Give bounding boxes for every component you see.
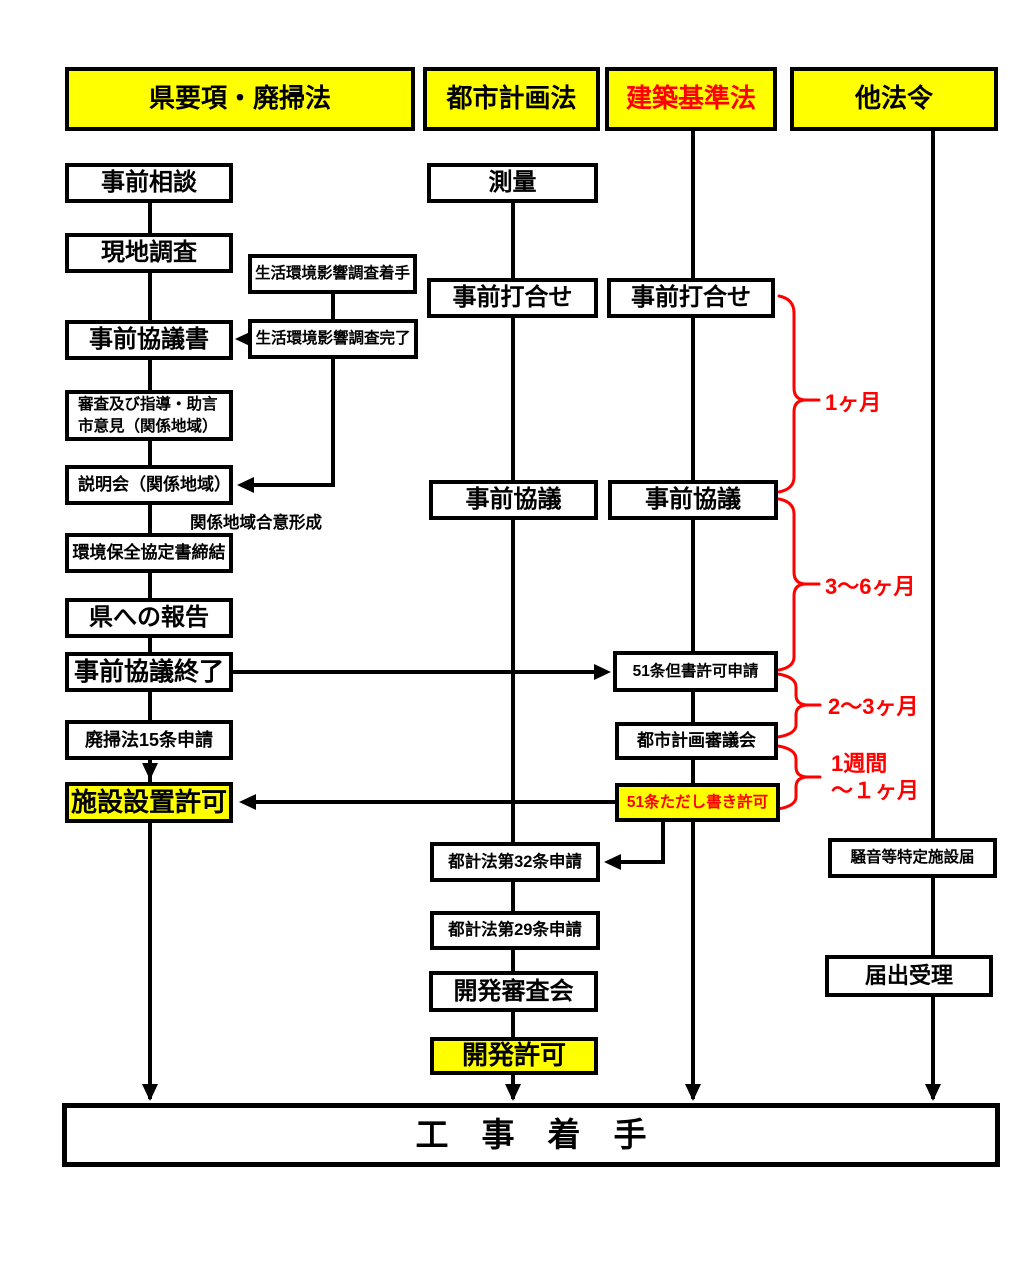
- node-env-impact-survey-complete: 生活環境影響調査完了: [248, 319, 418, 359]
- node-cityplan-council: 都市計画審議会: [615, 722, 778, 760]
- review-guidance-line1: 審査及び指導・助言: [78, 396, 218, 414]
- node-briefing-session: 説明会（関係地域）: [65, 465, 233, 505]
- node-art51-proviso-permit: 51条ただし書き許可: [615, 783, 780, 822]
- arrowheads: [142, 331, 941, 1101]
- arrow-into-art51app: [594, 664, 611, 680]
- node-art51-proviso-application: 51条但書許可申請: [613, 651, 778, 692]
- header-building-standards-law: 建築基準法: [605, 67, 777, 131]
- node-surveying: 測量: [427, 163, 598, 203]
- header-other-laws: 他法令: [790, 67, 998, 131]
- node-facility-permit: 施設設置許可: [65, 782, 233, 823]
- duration-label-2-3months: 2～3ヶ月: [828, 694, 919, 719]
- arrow-into-construction-col1: [142, 1084, 158, 1101]
- node-prior-meeting-building: 事前打合せ: [607, 278, 775, 318]
- node-waste-law-art15-application: 廃掃法15条申請: [65, 720, 233, 760]
- duration-label-1week-1month: 1週間 ～１ヶ月: [831, 750, 919, 804]
- node-cityplan-art29-application: 都計法第29条申請: [430, 911, 600, 950]
- arrow-into-construction-col3: [685, 1084, 701, 1101]
- duration-brace-2-3months: [776, 672, 822, 739]
- node-review-guidance: 審査及び指導・助言 市意見（関係地域）: [65, 390, 233, 441]
- node-noise-facility-notification: 騒音等特定施設届: [828, 838, 997, 878]
- duration-1week-line2: ～１ヶ月: [831, 778, 920, 803]
- line-survey-complete-briefing: [248, 358, 335, 487]
- link-lines: [233, 290, 665, 864]
- node-env-impact-survey-start: 生活環境影響調査着手: [248, 254, 417, 294]
- node-prior-consultation-doc: 事前協議書: [65, 320, 233, 360]
- review-guidance-line2: 市意見（関係地域）: [78, 417, 218, 435]
- node-site-survey: 現地調査: [65, 233, 233, 273]
- arrow-into-facilitypermit-top: [142, 763, 158, 780]
- line-art51permit-art32: [613, 820, 665, 864]
- node-prior-consult-building: 事前協議: [608, 480, 778, 520]
- duration-brace-3-6months: [777, 497, 821, 672]
- duration-brace-1month: [777, 294, 821, 494]
- node-cityplan-art32-application: 都計法第32条申請: [430, 842, 600, 882]
- header-pref-waste-law: 県要項・廃掃法: [65, 67, 415, 131]
- node-development-review-board: 開発審査会: [429, 971, 598, 1012]
- node-report-to-pref: 県への報告: [65, 598, 233, 638]
- node-env-agreement: 環境保全協定書締結: [65, 533, 233, 573]
- arrow-into-construction-col2: [505, 1084, 521, 1101]
- arrow-into-doc: [235, 331, 252, 347]
- arrow-into-briefing: [237, 477, 254, 493]
- duration-brace-1week-1month: [776, 744, 822, 811]
- header-city-planning-law: 都市計画法: [423, 67, 600, 131]
- duration-label-3-6months: 3～6ヶ月: [825, 574, 916, 599]
- node-prior-consultation-end: 事前協議終了: [65, 652, 233, 692]
- node-development-permit: 開発許可: [430, 1037, 598, 1075]
- node-prior-consultation: 事前相談: [65, 163, 233, 203]
- node-construction-start: 工 事 着 手: [62, 1103, 1000, 1167]
- duration-label-1month: 1ヶ月: [825, 390, 882, 415]
- node-prior-consult-cityplan: 事前協議: [429, 480, 598, 520]
- arrow-into-art32: [604, 854, 621, 870]
- arrow-into-facilitypermit-right: [239, 794, 256, 810]
- arrow-into-construction-col4: [925, 1084, 941, 1101]
- annotation-community-consensus: 関係地域合意形成: [190, 514, 322, 532]
- duration-braces: [776, 294, 822, 811]
- duration-1week-line1: 1週間: [831, 751, 888, 776]
- node-notification-accepted: 届出受理: [825, 955, 993, 997]
- node-prior-meeting-cityplan: 事前打合せ: [427, 278, 598, 318]
